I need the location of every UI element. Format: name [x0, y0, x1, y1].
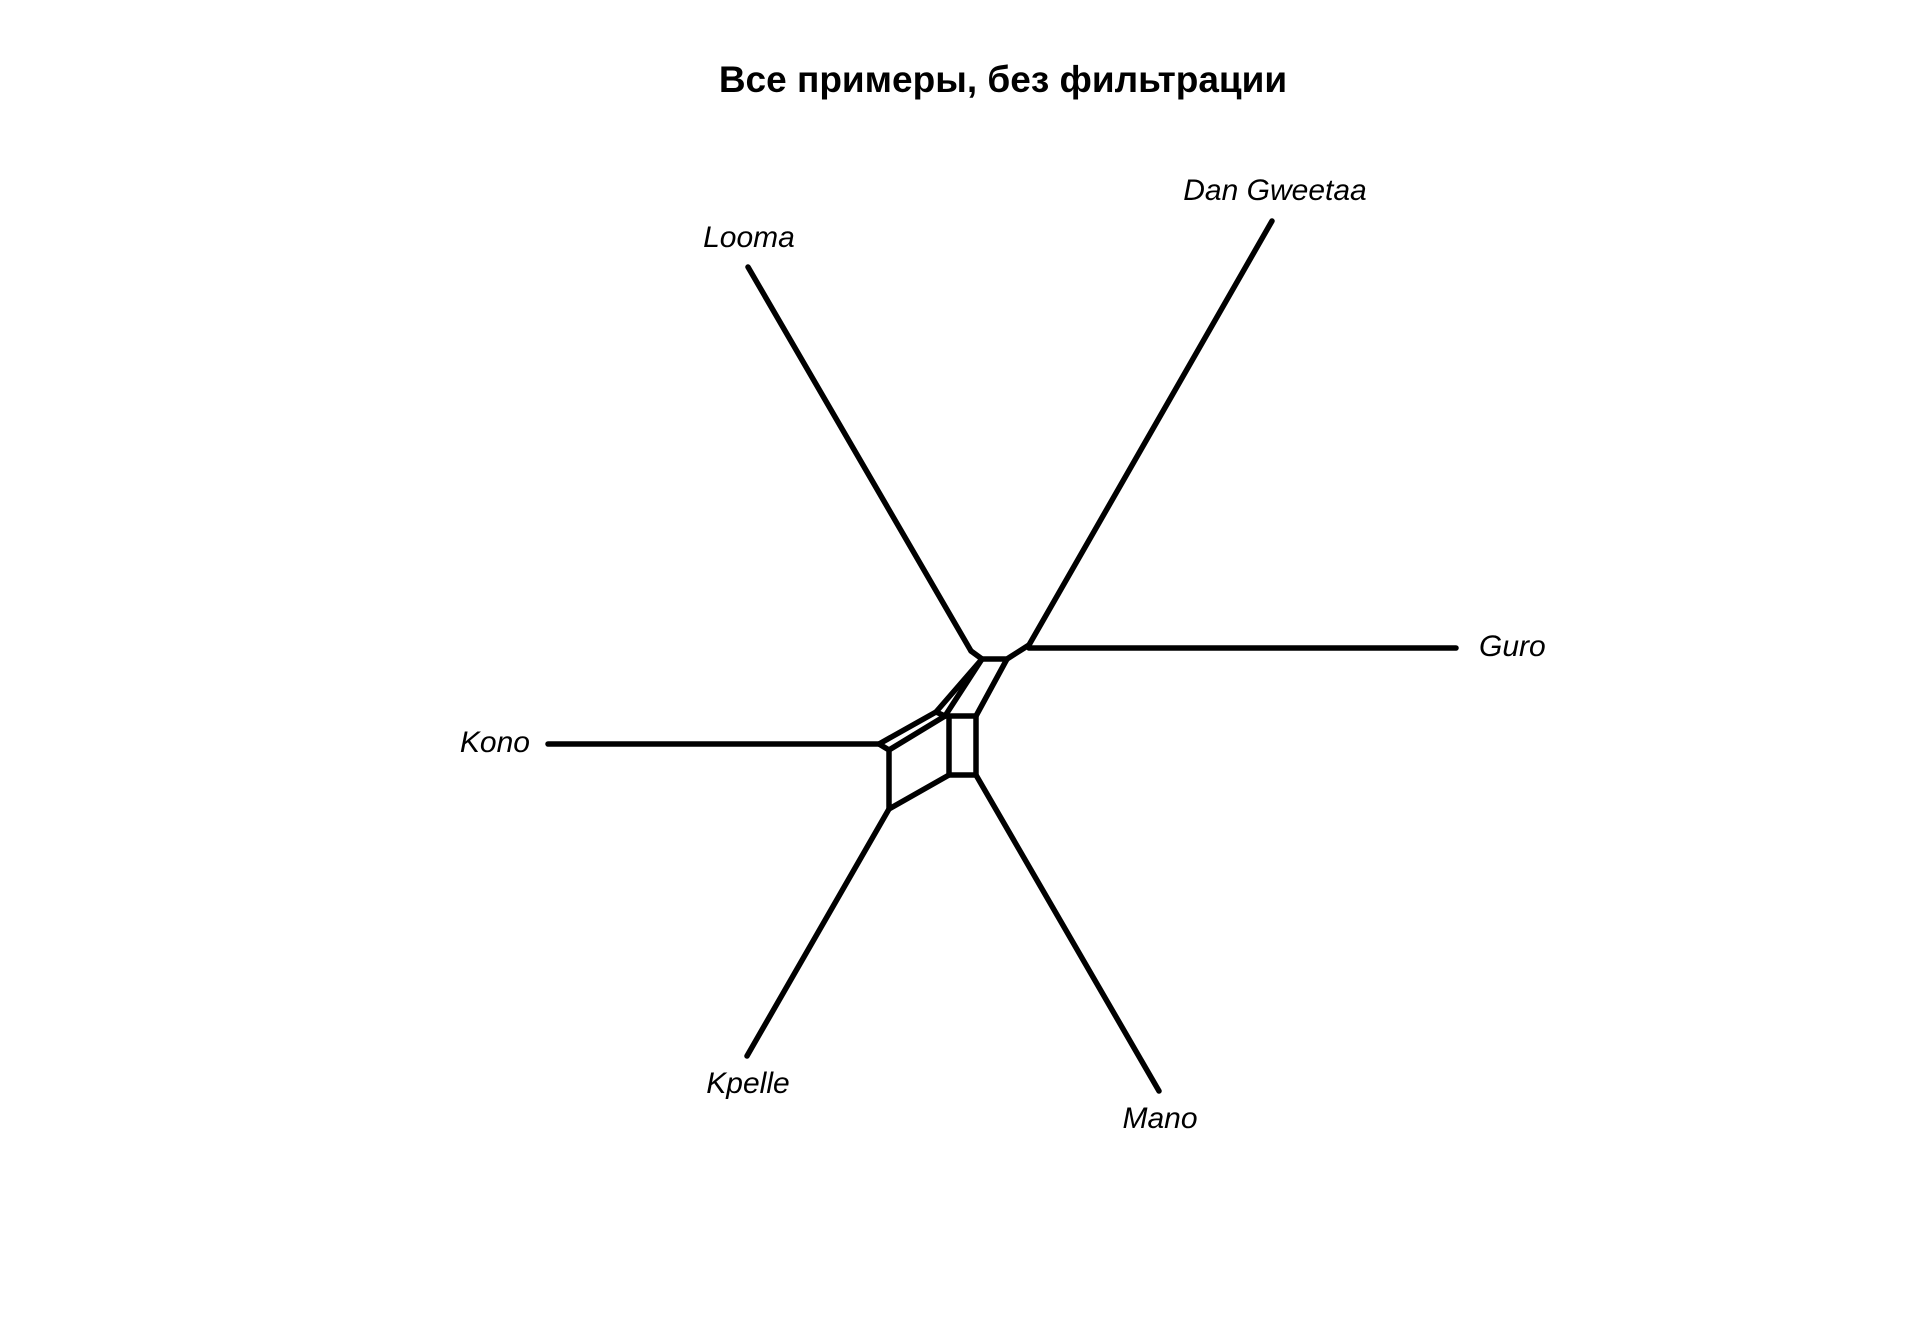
network-edges: [545, 218, 1459, 1094]
taxon-labels: Looma Dan Gweetaa Guro Mano Kpelle Kono: [460, 174, 1546, 1135]
edge-mano: [973, 772, 1162, 1094]
taxon-label-guro: Guro: [1479, 630, 1546, 663]
figure-title: Все примеры, без фильтрации: [719, 59, 1287, 100]
taxon-label-kono: Kono: [460, 726, 530, 759]
taxon-label-mano: Mano: [1122, 1102, 1197, 1135]
taxon-label-looma: Looma: [703, 221, 795, 254]
box-left-inner: [886, 713, 948, 753]
box-upper-left: [933, 648, 985, 719]
box-center: [942, 713, 979, 778]
box-left: [876, 709, 952, 812]
edge-looma: [745, 264, 974, 654]
taxon-label-kpelle: Kpelle: [706, 1067, 789, 1100]
edge-kpelle: [744, 806, 892, 1059]
taxon-label-dan-gweetaa: Dan Gweetaa: [1183, 174, 1366, 207]
box-upper-right: [973, 656, 1010, 719]
edge-dan-gweetaa: [1026, 218, 1275, 648]
box-upper-inner: [942, 656, 985, 719]
